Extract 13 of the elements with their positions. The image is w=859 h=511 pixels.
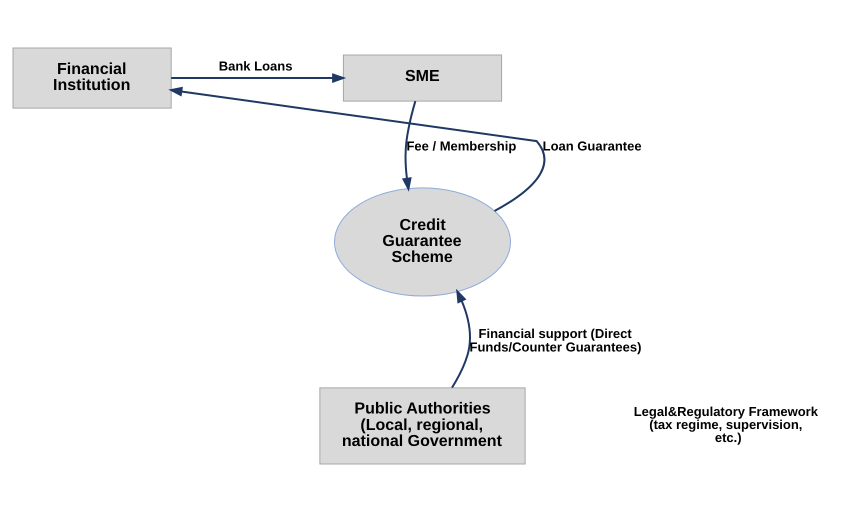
node-box: SME [342,54,502,102]
node-ellipse: Credit Guarantee Scheme [334,186,511,296]
arrow [168,86,546,212]
arrow [402,100,416,192]
label: Legal&Regulatory Framework (tax regime, supervision, etc.) [634,403,818,444]
arrow [451,288,471,388]
edge-label: Financial support (Direct Funds/Counter Guarantees) [470,326,642,354]
edge-label: Loan Guarantee [542,138,642,154]
arrow [171,72,346,82]
node-box: Financial Institution [12,47,172,108]
edge-label: Fee / Membership [406,138,516,154]
node-box: Public Authorities (Local, regional, national Government [319,386,526,464]
edge-label: Bank Loans [218,58,292,73]
